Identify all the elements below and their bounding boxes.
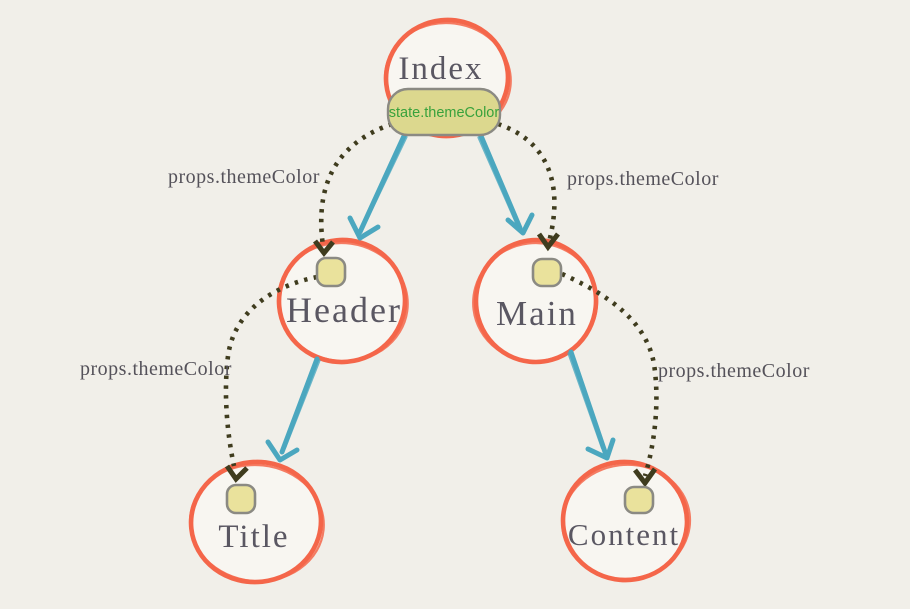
main-label: Main [496,294,578,333]
arrow-shaft-sketch [283,359,321,450]
arrow-shaft-sketch [477,136,519,227]
dotted-line [223,274,318,467]
state-badge-label: state.themeColor [389,105,500,121]
header-circle-stroke2 [276,241,409,363]
node-header [276,237,409,365]
state-badge-pill [386,87,502,137]
prop-label-bottom-right: props.themeColor [658,360,810,382]
arrow-head-icon [585,437,616,461]
arrow-shaft-sketch [567,352,604,450]
tree-edge-header-title [265,356,321,463]
dotted-line [561,271,659,477]
content-circle-stroke2 [561,463,692,581]
arrow-shaft-sketch [361,135,408,230]
content-label: Content [568,517,680,552]
content-circle-fill [563,462,687,580]
state-badge: state.themeColor [386,87,502,137]
prop-edge-main-content [561,271,659,488]
dotted-arrow-head-icon [633,467,658,488]
index-label: Index [398,51,483,87]
dotted-arrow-head-icon [313,239,335,258]
prop-marker-main [531,257,563,288]
arrow-shaft [357,133,407,235]
tree-edge-index-main [477,133,535,236]
tree-edge-index-header [347,133,408,241]
header-label: Header [286,290,402,330]
title-circle-stroke2 [188,463,325,583]
dotted-arrow-head-icon [224,464,249,483]
prop-marker-content [623,485,655,515]
dotted-arrow-head-icon [536,232,560,252]
header-circle-fill [279,240,405,362]
prop-label-top-left: props.themeColor [168,166,320,188]
node-title [188,459,325,585]
title-label: Title [218,519,289,555]
tree-edge-main-content [567,349,616,461]
prop-label-top-right: props.themeColor [567,168,719,190]
prop-edge-index-header [313,121,393,258]
prop-marker-header [315,256,347,288]
main-circle-fill [476,240,596,362]
prop-label-bottom-left: props.themeColor [80,358,232,380]
arrow-head-icon [505,212,535,236]
arrow-shaft [279,356,320,455]
arrow-shaft [568,349,608,455]
node-content [560,459,692,583]
arrow-head-icon [347,215,381,241]
prop-edge-index-main [497,121,560,252]
prop-marker-title [225,483,257,515]
arrow-head-icon [265,439,300,463]
arrow-shaft [478,133,523,231]
title-circle-fill [191,462,321,582]
prop-edge-header-title [223,274,318,483]
